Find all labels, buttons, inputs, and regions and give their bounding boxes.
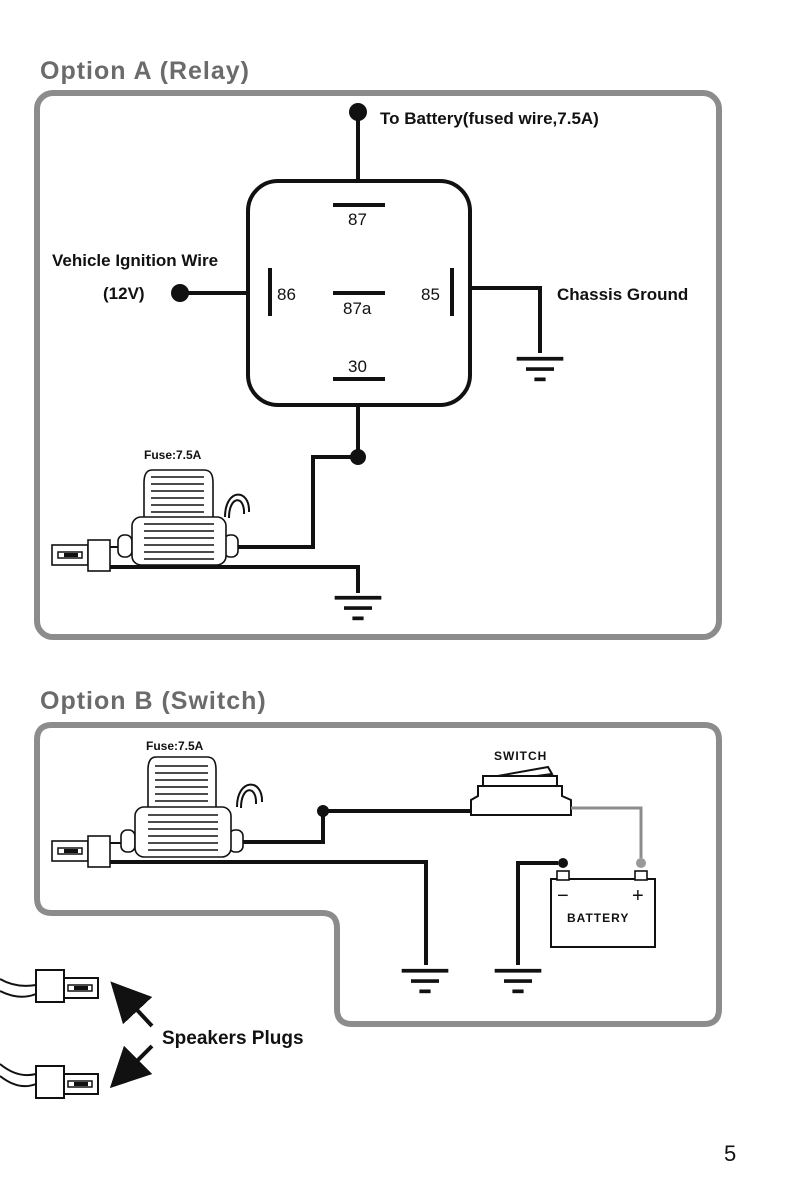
pin-87a-label: 87a: [343, 299, 372, 318]
pin-86-label: 86: [277, 285, 296, 304]
switch-label: SWITCH: [494, 749, 547, 763]
pin-85-label: 85: [421, 285, 440, 304]
battery-positive-dot: [636, 858, 646, 868]
option-b-frame: [37, 725, 719, 1024]
switch: [471, 767, 571, 815]
ground-icon: [495, 971, 542, 992]
arrow-down-icon: [124, 1046, 152, 1074]
battery-minus-sign: −: [557, 885, 569, 907]
pin-30-label: 30: [348, 357, 367, 376]
fuse-a: [118, 470, 249, 565]
plug-a: [52, 540, 118, 571]
battery-plus-sign: +: [632, 885, 644, 907]
battery-negative-dot: [558, 858, 568, 868]
ground-icon: [517, 359, 564, 380]
speaker-plug-1: [0, 970, 98, 1002]
ignition-terminal-dot: [171, 284, 189, 302]
battery-label: BATTERY: [567, 911, 629, 925]
battery-negative-post: [557, 871, 569, 880]
speaker-plug-2: [0, 1064, 98, 1098]
battery: − + BATTERY: [551, 858, 655, 947]
ignition-wire: [171, 284, 248, 302]
option-b-title: Option B (Switch): [40, 687, 267, 715]
pin-87-label: 87: [348, 210, 367, 229]
chassis-ground-wire: [470, 288, 540, 353]
junction-dot: [317, 805, 329, 817]
switch-to-battery-wire: [571, 808, 641, 858]
ignition-label-line1: Vehicle Ignition Wire: [52, 251, 218, 270]
ground-icon: [335, 598, 382, 619]
ground-icon: [402, 971, 449, 992]
fuse-b: [121, 757, 262, 857]
battery-positive-post: [635, 871, 647, 880]
arrow-up-icon: [124, 996, 152, 1026]
page-number: 5: [724, 1141, 736, 1166]
battery-lead: [349, 103, 367, 182]
option-a-title: Option A (Relay): [40, 57, 250, 85]
fuse-a-label: Fuse:7.5A: [144, 448, 202, 462]
speakers-plugs-label: Speakers Plugs: [162, 1028, 304, 1049]
ground-wire-a: [110, 567, 358, 593]
relay: 87 86 87a 85 30: [248, 181, 470, 405]
battery-label: To Battery(fused wire,7.5A): [380, 109, 599, 128]
fuse-to-switch-wire: [243, 805, 473, 842]
ignition-label-line2: (12V): [103, 284, 145, 303]
chassis-ground-label: Chassis Ground: [557, 285, 688, 304]
relay-to-fuse-wire: [236, 405, 366, 547]
battery-terminal-dot: [349, 103, 367, 121]
fuse-b-label: Fuse:7.5A: [146, 739, 204, 753]
